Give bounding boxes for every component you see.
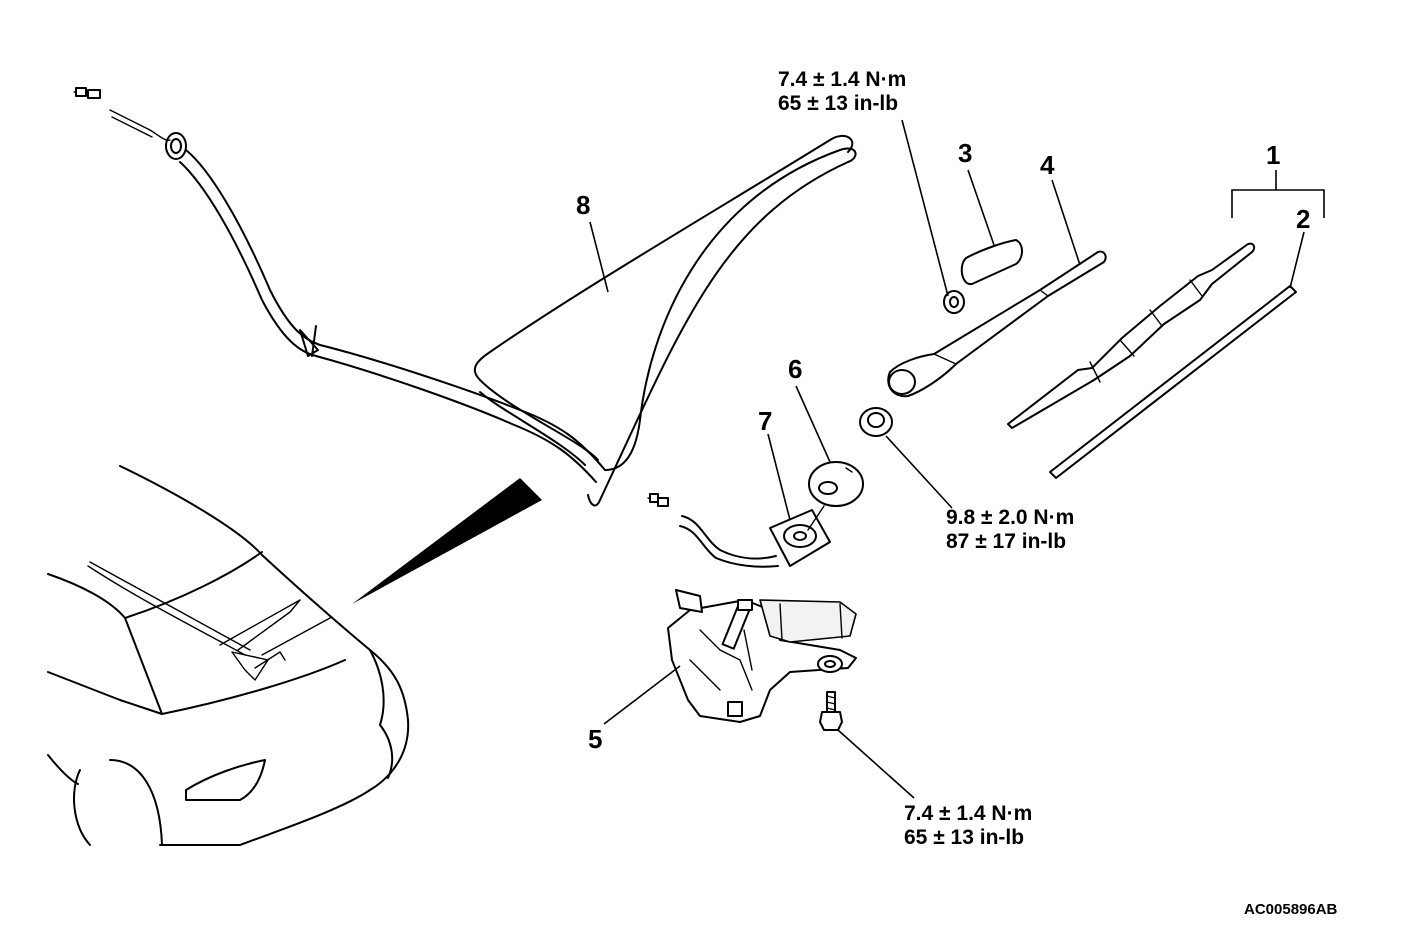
pivot-nut bbox=[859, 407, 893, 437]
vehicle-rear-illustration bbox=[47, 465, 410, 846]
torque-pivot-nut-imperial: 87 ± 17 in-lb bbox=[946, 530, 1066, 553]
callout-8: 8 bbox=[576, 190, 590, 220]
torque-arm-nut-imperial: 65 ± 13 in-lb bbox=[778, 92, 898, 115]
callout-5: 5 bbox=[588, 724, 602, 754]
callout-1: 1 bbox=[1266, 140, 1280, 170]
callout-2: 2 bbox=[1296, 204, 1310, 234]
motor-mounting-bolt bbox=[819, 691, 843, 731]
wiper-motor bbox=[667, 589, 857, 723]
callout-3: 3 bbox=[958, 138, 972, 168]
callout-6: 6 bbox=[788, 354, 802, 384]
torque-pivot-nut-metric: 9.8 ± 2.0 N·m bbox=[946, 506, 1074, 529]
detail-pointer-wedge bbox=[352, 478, 542, 604]
callout-7: 7 bbox=[758, 406, 772, 436]
torque-motor-bolt-metric: 7.4 ± 1.4 N·m bbox=[904, 802, 1032, 825]
wiper-blade-rubber bbox=[1049, 285, 1297, 479]
grommet bbox=[808, 461, 864, 507]
callout-4: 4 bbox=[1040, 150, 1055, 180]
nozzle-assembly bbox=[647, 493, 831, 568]
wiper-arm bbox=[887, 250, 1107, 398]
figure-code: AC005896AB bbox=[1244, 901, 1338, 918]
washer-hose bbox=[73, 87, 857, 507]
wiper-arm-cap bbox=[960, 239, 1023, 286]
arm-nut bbox=[943, 290, 965, 314]
torque-motor-bolt-imperial: 65 ± 13 in-lb bbox=[904, 826, 1024, 849]
wiper-blade bbox=[1007, 242, 1256, 429]
torque-arm-nut-metric: 7.4 ± 1.4 N·m bbox=[778, 68, 906, 91]
